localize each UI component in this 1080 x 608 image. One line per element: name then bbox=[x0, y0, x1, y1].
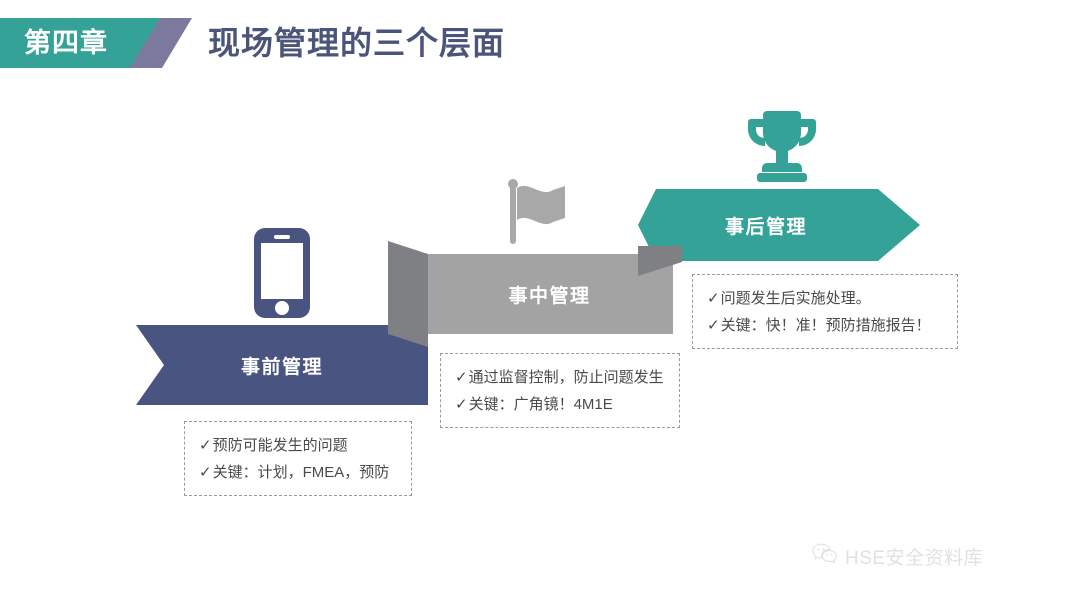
stage-after-callout: ✓问题发生后实施处理。 ✓关键：快！准！预防措施报告！ bbox=[692, 274, 958, 349]
wechat-icon bbox=[812, 543, 838, 570]
callout-text: 预防可能发生的问题 bbox=[212, 437, 348, 454]
callout-text: 通过监督控制，防止问题发生 bbox=[468, 369, 664, 386]
trophy-icon bbox=[743, 108, 821, 189]
page-title: 现场管理的三个层面 bbox=[208, 25, 506, 61]
callout-text: 问题发生后实施处理。 bbox=[720, 290, 871, 307]
slide-header: 第四章 现场管理的三个层面 bbox=[0, 0, 1080, 95]
check-icon: ✓ bbox=[199, 437, 212, 454]
stage-during-label: 事中管理 bbox=[508, 285, 591, 307]
stage-after-label: 事后管理 bbox=[724, 216, 807, 238]
check-icon: ✓ bbox=[455, 396, 468, 413]
callout-line: ✓关键：计划，FMEA，预防 bbox=[199, 459, 397, 486]
stage-before-arrow-body: 事前管理 bbox=[136, 325, 428, 405]
stage-during-arrow-side bbox=[388, 241, 428, 347]
callout-line: ✓预防可能发生的问题 bbox=[199, 432, 397, 459]
callout-text: 关键：快！准！预防措施报告！ bbox=[720, 317, 931, 334]
check-icon: ✓ bbox=[707, 290, 720, 307]
check-icon: ✓ bbox=[455, 369, 468, 386]
callout-line: ✓通过监督控制，防止问题发生 bbox=[455, 364, 665, 391]
flag-icon bbox=[503, 178, 573, 253]
check-icon: ✓ bbox=[707, 317, 720, 334]
stage-after-arrow-body: 事后管理 bbox=[638, 189, 920, 261]
chapter-badge bbox=[0, 18, 160, 68]
callout-line: ✓关键：广角镜！4M1E bbox=[455, 391, 665, 418]
stage-before-label: 事前管理 bbox=[240, 356, 323, 378]
watermark-text: HSE安全资料库 bbox=[845, 548, 984, 569]
stage-during-arrow[interactable]: 事中管理 bbox=[388, 241, 673, 347]
chapter-badge-label: 第四章 bbox=[24, 28, 108, 58]
stage-before-callout: ✓预防可能发生的问题 ✓关键：计划，FMEA，预防 bbox=[184, 421, 412, 496]
callout-text: 关键：计划，FMEA，预防 bbox=[212, 464, 390, 481]
callout-text: 关键：广角镜！4M1E bbox=[468, 396, 613, 413]
callout-line: ✓关键：快！准！预防措施报告！ bbox=[707, 312, 943, 339]
stage-during-callout: ✓通过监督控制，防止问题发生 ✓关键：广角镜！4M1E bbox=[440, 353, 680, 428]
stage-before-arrow[interactable]: 事前管理 bbox=[136, 325, 428, 405]
stage-during-arrow-body: 事中管理 bbox=[426, 254, 673, 334]
watermark: HSE安全资料库 bbox=[812, 543, 983, 570]
smartphone-icon bbox=[253, 227, 311, 324]
callout-line: ✓问题发生后实施处理。 bbox=[707, 285, 943, 312]
check-icon: ✓ bbox=[199, 464, 212, 481]
stage-after-arrow[interactable]: 事后管理 bbox=[638, 189, 920, 276]
